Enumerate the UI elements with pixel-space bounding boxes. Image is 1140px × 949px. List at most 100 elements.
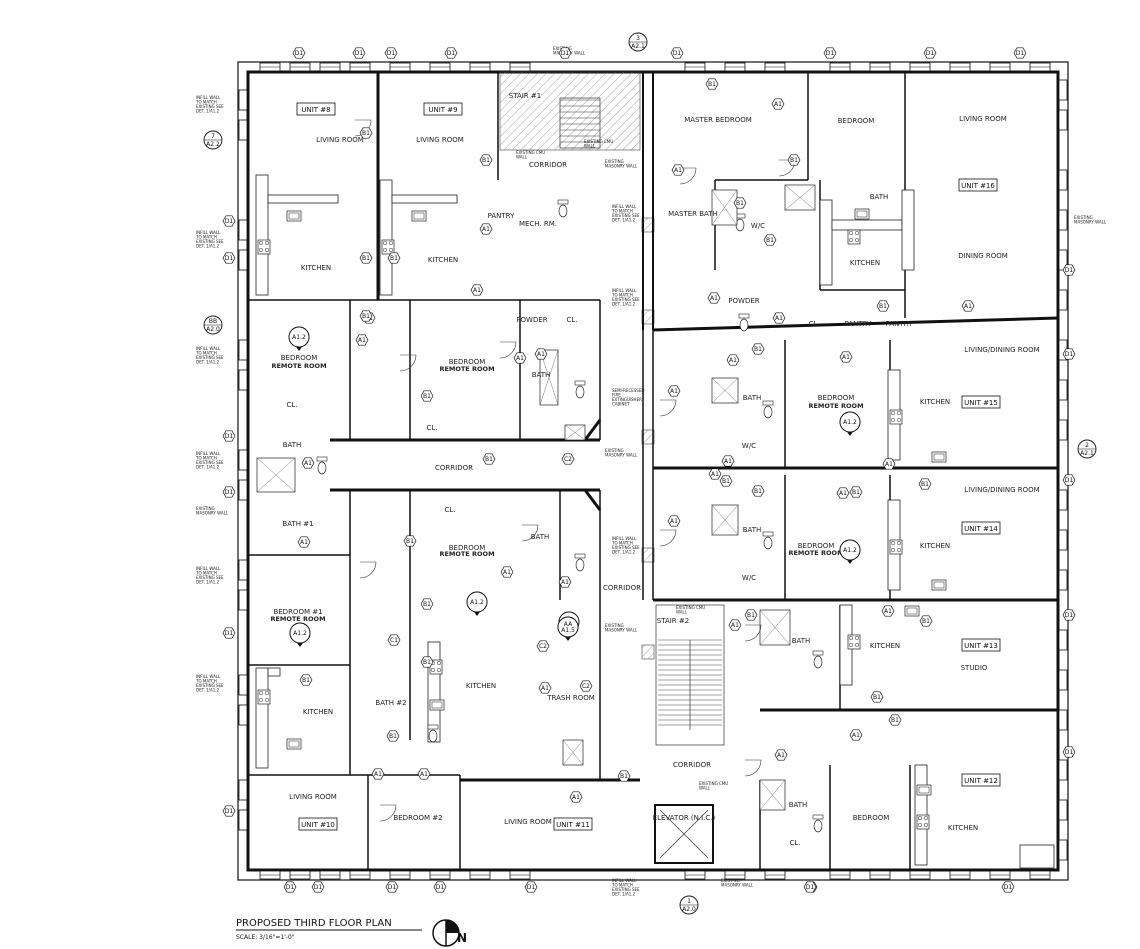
room-label: MASTER BATH <box>668 210 718 218</box>
door-tag: D1 <box>670 47 684 59</box>
door-tag: D1 <box>823 47 837 59</box>
room-label: KITCHEN <box>948 824 978 832</box>
door-tag: D1 <box>222 430 236 442</box>
detail-reference-text: A1.2 <box>843 419 857 426</box>
door-tag-text: D1 <box>1004 884 1013 891</box>
door-tag: D1 <box>222 252 236 264</box>
door-tag-text: B1 <box>766 237 774 244</box>
detail-reference-icon: A1.2 <box>839 411 861 436</box>
door-tag-text: C2 <box>539 643 547 650</box>
door-tag-text: B1 <box>362 255 370 262</box>
door-tag-text: A1 <box>374 771 382 778</box>
door-tag: D1 <box>558 47 572 59</box>
door-tag: A1 <box>961 300 975 312</box>
door-tag: B1 <box>733 197 747 209</box>
door-tag-text: A1 <box>964 303 972 310</box>
door-tag: B1 <box>751 343 765 355</box>
room-label: LIVING ROOM <box>316 136 364 144</box>
door-tag-text: A1 <box>670 388 678 395</box>
room-label: BEDROOM <box>798 542 835 550</box>
unit-label: UNIT #9 <box>428 106 457 114</box>
door-tag: B1 <box>420 656 434 668</box>
room-label: REMOTE ROOM <box>788 549 843 557</box>
door-tag-text: B1 <box>754 346 762 353</box>
room-label: BATH <box>789 801 808 809</box>
room-label: LIVING/DINING ROOM <box>964 346 1039 354</box>
room-label: BEDROOM #2 <box>393 814 442 822</box>
door-tag: D1 <box>292 47 306 59</box>
door-tag-text: C2 <box>564 456 572 463</box>
door-tag-text: A1 <box>711 471 719 478</box>
detail-reference-text: A1.2 <box>293 630 307 637</box>
door-tag-text: B1 <box>736 200 744 207</box>
detail-reference-icon: A1.2 <box>289 622 311 647</box>
perimeter-windows <box>238 62 1068 880</box>
door-tag: D1 <box>352 47 366 59</box>
door-tag: D1 <box>1001 881 1015 893</box>
room-label: BATH <box>531 533 550 541</box>
north-label: N <box>457 931 467 945</box>
door-tag: B1 <box>299 674 313 686</box>
door-tag-text: B1 <box>891 717 899 724</box>
door-tag: A1 <box>534 348 548 360</box>
door-tag: A1 <box>470 284 484 296</box>
door-tag-text: A1 <box>774 101 782 108</box>
room-label: CORRIDOR <box>603 584 641 592</box>
door-tag-text: A1 <box>839 490 847 497</box>
door-tag-text: A1 <box>541 685 549 692</box>
room-label: BATH <box>743 394 762 402</box>
room-label: MECH. RM. <box>519 220 557 228</box>
room-label: W/C <box>742 442 756 450</box>
door-tag: A1 <box>371 768 385 780</box>
door-tag: A1 <box>417 768 431 780</box>
room-label: CORRIDOR <box>529 161 567 169</box>
door-tag-text: D1 <box>225 489 234 496</box>
room-label: DINING ROOM <box>958 252 1008 260</box>
door-tag-text: B1 <box>389 733 397 740</box>
room-label: KITCHEN <box>920 542 950 550</box>
room-label: BEDROOM <box>449 358 486 366</box>
room-label: CL. <box>789 839 800 847</box>
door-tag: B1 <box>386 730 400 742</box>
room-label: KITCHEN <box>466 682 496 690</box>
room-label: PANTRY <box>488 212 515 220</box>
room-label: LIVING ROOM <box>289 793 337 801</box>
door-tag: B1 <box>849 486 863 498</box>
detail-reference-icon: A1.2 <box>466 591 488 616</box>
door-tag: A1 <box>513 352 527 364</box>
room-label: BATH <box>792 637 811 645</box>
door-tag-text: D1 <box>286 884 295 891</box>
door-tag-text: A1 <box>777 752 785 759</box>
door-tag: B1 <box>876 300 890 312</box>
door-tag-text: A1 <box>358 337 366 344</box>
door-tag: C2 <box>536 640 550 652</box>
door-tag: A1 <box>500 566 514 578</box>
door-tag: B1 <box>403 535 417 547</box>
door-tag: D1 <box>1013 47 1027 59</box>
detail-reference-text: A1.2 <box>292 334 306 341</box>
door-tag: A1 <box>772 312 786 324</box>
door-tag: A1 <box>708 468 722 480</box>
room-label: BATH <box>870 193 889 201</box>
room-label: CL. <box>808 320 819 328</box>
door-tag-text: B1 <box>620 773 628 780</box>
interior-walls <box>248 72 1059 870</box>
door-tag: A1 <box>728 619 742 631</box>
door-tag-text: B1 <box>879 303 887 310</box>
door-tags: D1D1B1B1B1B1A1A1A1B1A1A1B1C2B1B1A1A1C1B1… <box>222 47 1076 893</box>
